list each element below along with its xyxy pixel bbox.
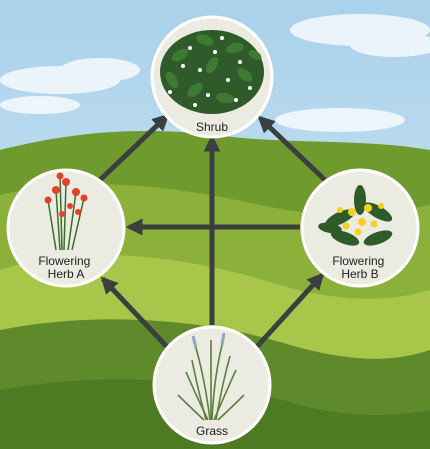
- node-shrub-label-line-1: Shrub: [196, 120, 228, 134]
- node-herb-a-circle: [6, 168, 126, 288]
- arrow-herb-a-to-shrub: [98, 113, 170, 182]
- node-herb-b: Flowering Herb B: [300, 168, 420, 288]
- node-herb-b-label: Flowering Herb B: [332, 254, 387, 281]
- node-shrub-label: Shrub: [196, 120, 228, 134]
- clouds: [0, 14, 430, 132]
- arrow-grass-to-herb-a: [100, 276, 172, 352]
- node-herb-b-circle: [300, 168, 420, 288]
- arrow-herb-b-to-shrub: [257, 115, 327, 182]
- arrow-grass-to-herb-b: [252, 272, 325, 352]
- node-herb-b-label-line-1: Flowering: [332, 254, 384, 268]
- shrub-illustration: [160, 30, 264, 114]
- herb-a-illustration: [44, 172, 88, 251]
- node-herb-a: Flowering Herb A: [6, 168, 126, 288]
- node-shrub: Shrub: [150, 15, 274, 139]
- node-grass-label-line-1: Grass: [196, 424, 228, 438]
- node-grass: Grass: [152, 325, 272, 445]
- node-herb-a-label: Flowering Herb A: [38, 254, 93, 281]
- node-herb-a-label-line-2: Herb A: [48, 267, 85, 281]
- node-grass-label: Grass: [196, 424, 228, 438]
- arrows: [98, 113, 327, 352]
- herb-b-illustration: [318, 185, 393, 246]
- grass-illustration: [177, 332, 245, 421]
- node-grass-circle: [152, 325, 272, 445]
- node-herb-b-label-line-2: Herb B: [341, 267, 378, 281]
- node-herb-a-label-line-1: Flowering: [38, 254, 90, 268]
